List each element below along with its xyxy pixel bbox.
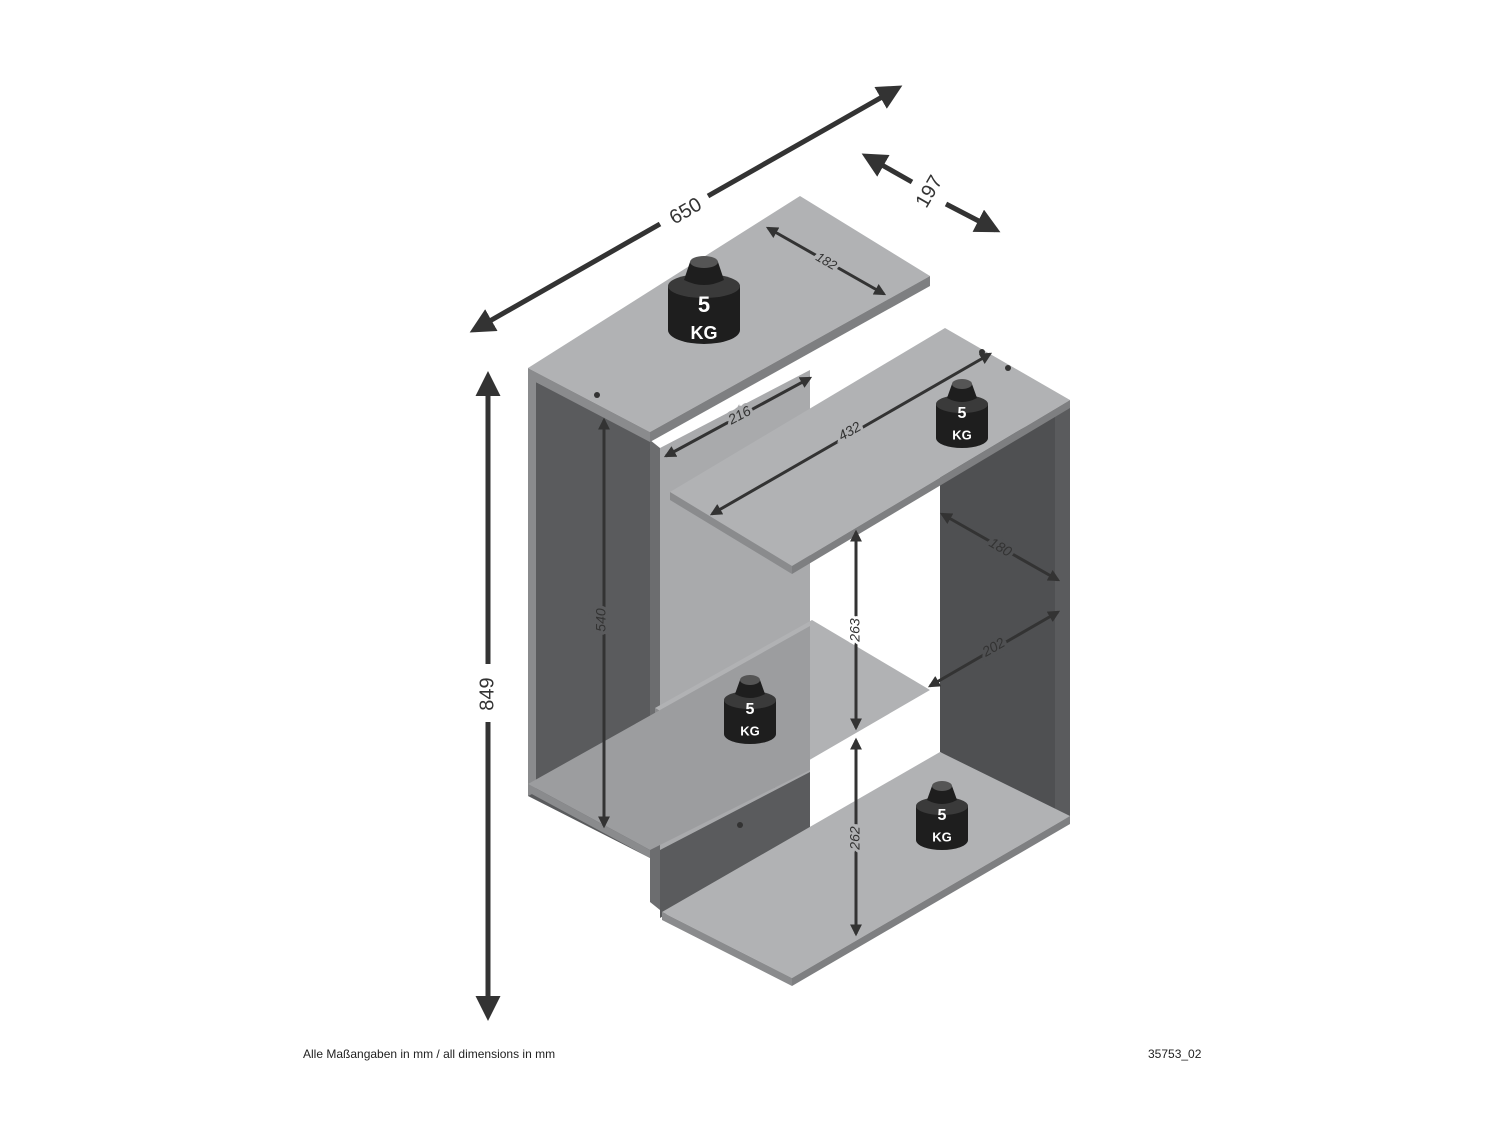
top-shelf-front — [528, 368, 650, 442]
screw-hole — [1005, 365, 1011, 371]
screw-hole — [737, 822, 743, 828]
screw-hole — [979, 349, 985, 355]
weight-unit: KG — [691, 323, 718, 343]
bottom-shelf-front — [662, 912, 792, 986]
weight-value: 5 — [698, 292, 710, 317]
left-side-edge — [528, 374, 536, 796]
screw-hole — [594, 392, 600, 398]
bottom-shelf-side — [792, 816, 1070, 986]
weight-icon: 5 KG — [916, 781, 968, 850]
weight-icon: 5 KG — [668, 256, 740, 344]
width-arrow-b — [706, 85, 903, 199]
weight-icon: 5 KG — [936, 379, 988, 448]
right-depth-arrow — [939, 512, 1061, 582]
right-side-panel — [1055, 402, 1070, 824]
dimensions-note: Alle Maßangaben in mm / all dimensions i… — [303, 1047, 556, 1061]
lower-gap-label: 262 — [847, 826, 863, 851]
side-height-label: 540 — [593, 608, 609, 632]
width-arrow-a — [469, 221, 662, 333]
weight-value: 5 — [746, 701, 755, 718]
depth-arrow-a — [861, 153, 914, 185]
right-box-top-front — [670, 492, 792, 574]
upper-gap-label: 263 — [847, 618, 863, 643]
weight-value: 5 — [958, 405, 967, 422]
drawing-number: 35753_02 — [1148, 1047, 1202, 1061]
weight-value: 5 — [938, 807, 947, 824]
height-label: 849 — [476, 677, 498, 710]
weight-unit: KG — [740, 723, 760, 738]
shelf-width-arrow — [709, 352, 993, 516]
weight-icon: 5 KG — [724, 675, 776, 744]
lower-back-panel — [660, 772, 810, 918]
weight-unit: KG — [952, 427, 972, 442]
left-box-bottom-front — [528, 784, 650, 858]
depth-arrow-b — [944, 201, 1001, 233]
width-label: 650 — [666, 194, 706, 230]
weight-unit: KG — [932, 829, 952, 844]
top-depth-arrow — [765, 226, 887, 296]
depth-label: 197 — [912, 172, 948, 212]
mid-depth-arrow — [927, 610, 1061, 688]
